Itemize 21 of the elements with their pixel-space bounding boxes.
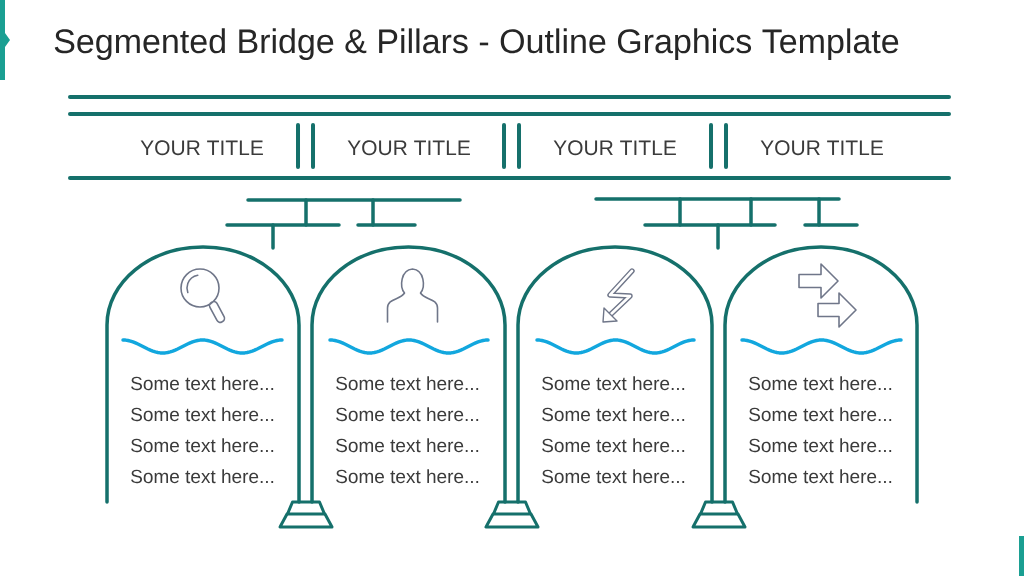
body-text: Some text here... xyxy=(336,376,479,391)
body-text: Some text here... xyxy=(336,469,479,484)
body-text: Some text here... xyxy=(131,376,274,391)
segment-title: YOUR TITLE xyxy=(553,140,676,156)
body-text: Some text here... xyxy=(749,376,892,391)
body-text: Some text here... xyxy=(542,376,685,391)
segment-title: YOUR TITLE xyxy=(140,140,263,156)
body-text: Some text here... xyxy=(336,438,479,453)
body-text: Some text here... xyxy=(131,407,274,422)
segment-title: YOUR TITLE xyxy=(760,140,883,156)
body-text: Some text here... xyxy=(542,438,685,453)
body-text: Some text here... xyxy=(749,469,892,484)
body-text: Some text here... xyxy=(749,407,892,422)
body-text: Some text here... xyxy=(542,469,685,484)
title: Segmented Bridge & Pillars - Outline Graphics Template xyxy=(54,28,899,61)
body-text: Some text here... xyxy=(749,438,892,453)
body-text: Some text here... xyxy=(131,438,274,453)
body-text: Some text here... xyxy=(131,469,274,484)
body-text: Some text here... xyxy=(336,407,479,422)
body-text: Some text here... xyxy=(542,407,685,422)
segment-title: YOUR TITLE xyxy=(347,140,470,156)
